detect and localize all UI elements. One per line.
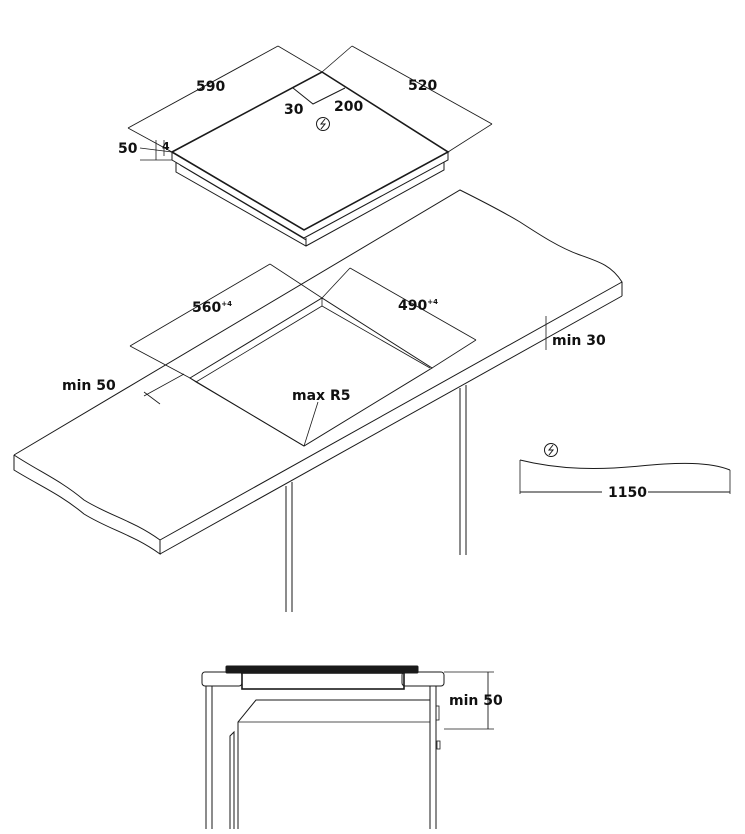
hob-glass-edge [171,152,449,239]
dim-line-520 [351,45,493,125]
worktop-drawing: 560+4 490+4 max R5 min 50 min 30 [13,189,623,612]
worktop-left-section [201,671,243,687]
hob-body-section [241,672,405,690]
worktop-top-face [13,189,623,541]
dim-line-560 [129,263,271,347]
min-worktop-label: min 30 [552,333,606,349]
power-cable [519,459,731,471]
power-symbol-icon [316,117,330,131]
dim-label-490: 490+4 [398,298,438,314]
hob-glass-top [170,71,450,231]
dim-label-50: 50 [118,141,138,157]
hob-glass-plate [225,665,419,674]
cabinet-drawer [229,730,235,829]
min-side-label: min 50 [62,378,116,394]
min-clearance-label: min 50 [449,693,503,709]
dim-label-30: 30 [284,102,304,118]
corner-radius-label: max R5 [292,388,350,404]
hob-body [175,162,445,247]
worktop-right-section [401,671,445,687]
power-symbol-icon [544,443,558,457]
cable-drawing: 1150 [519,443,731,501]
hob-drawing: 590 520 30 200 50 4 [118,45,493,247]
dim-label-200: 200 [334,99,363,115]
dim-line-590 [127,45,279,129]
dim-label-4: 4 [162,140,170,153]
cable-length-label: 1150 [608,485,647,501]
dim-line-490 [349,267,477,341]
section-view: min 50 [201,665,503,829]
dim-label-560: 560+4 [192,300,232,316]
dim-label-590: 590 [196,79,225,95]
connection-box-outline [292,87,346,105]
worktop-front-edge [13,454,161,541]
dim-label-520: 520 [408,78,437,94]
